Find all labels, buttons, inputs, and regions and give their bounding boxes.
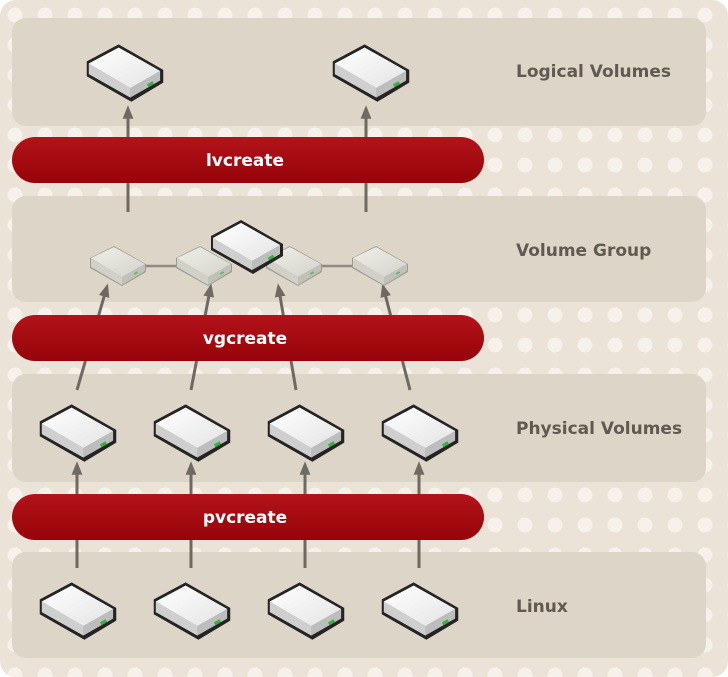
band-physical-volumes bbox=[12, 374, 706, 482]
lvcreate-bar bbox=[12, 137, 484, 183]
pvcreate-bar bbox=[12, 494, 484, 540]
pvcreate-label: pvcreate bbox=[203, 508, 287, 528]
label-physical-volumes: Physical Volumes bbox=[516, 419, 682, 439]
band-volume-group bbox=[12, 196, 706, 302]
label-linux: Linux bbox=[516, 597, 568, 617]
lvcreate-label: lvcreate bbox=[206, 151, 284, 171]
vgcreate-label: vgcreate bbox=[203, 329, 287, 349]
band-linux bbox=[12, 552, 706, 658]
label-logical-volumes: Logical Volumes bbox=[516, 62, 671, 82]
vgcreate-bar bbox=[12, 315, 484, 361]
label-volume-group: Volume Group bbox=[516, 241, 651, 261]
